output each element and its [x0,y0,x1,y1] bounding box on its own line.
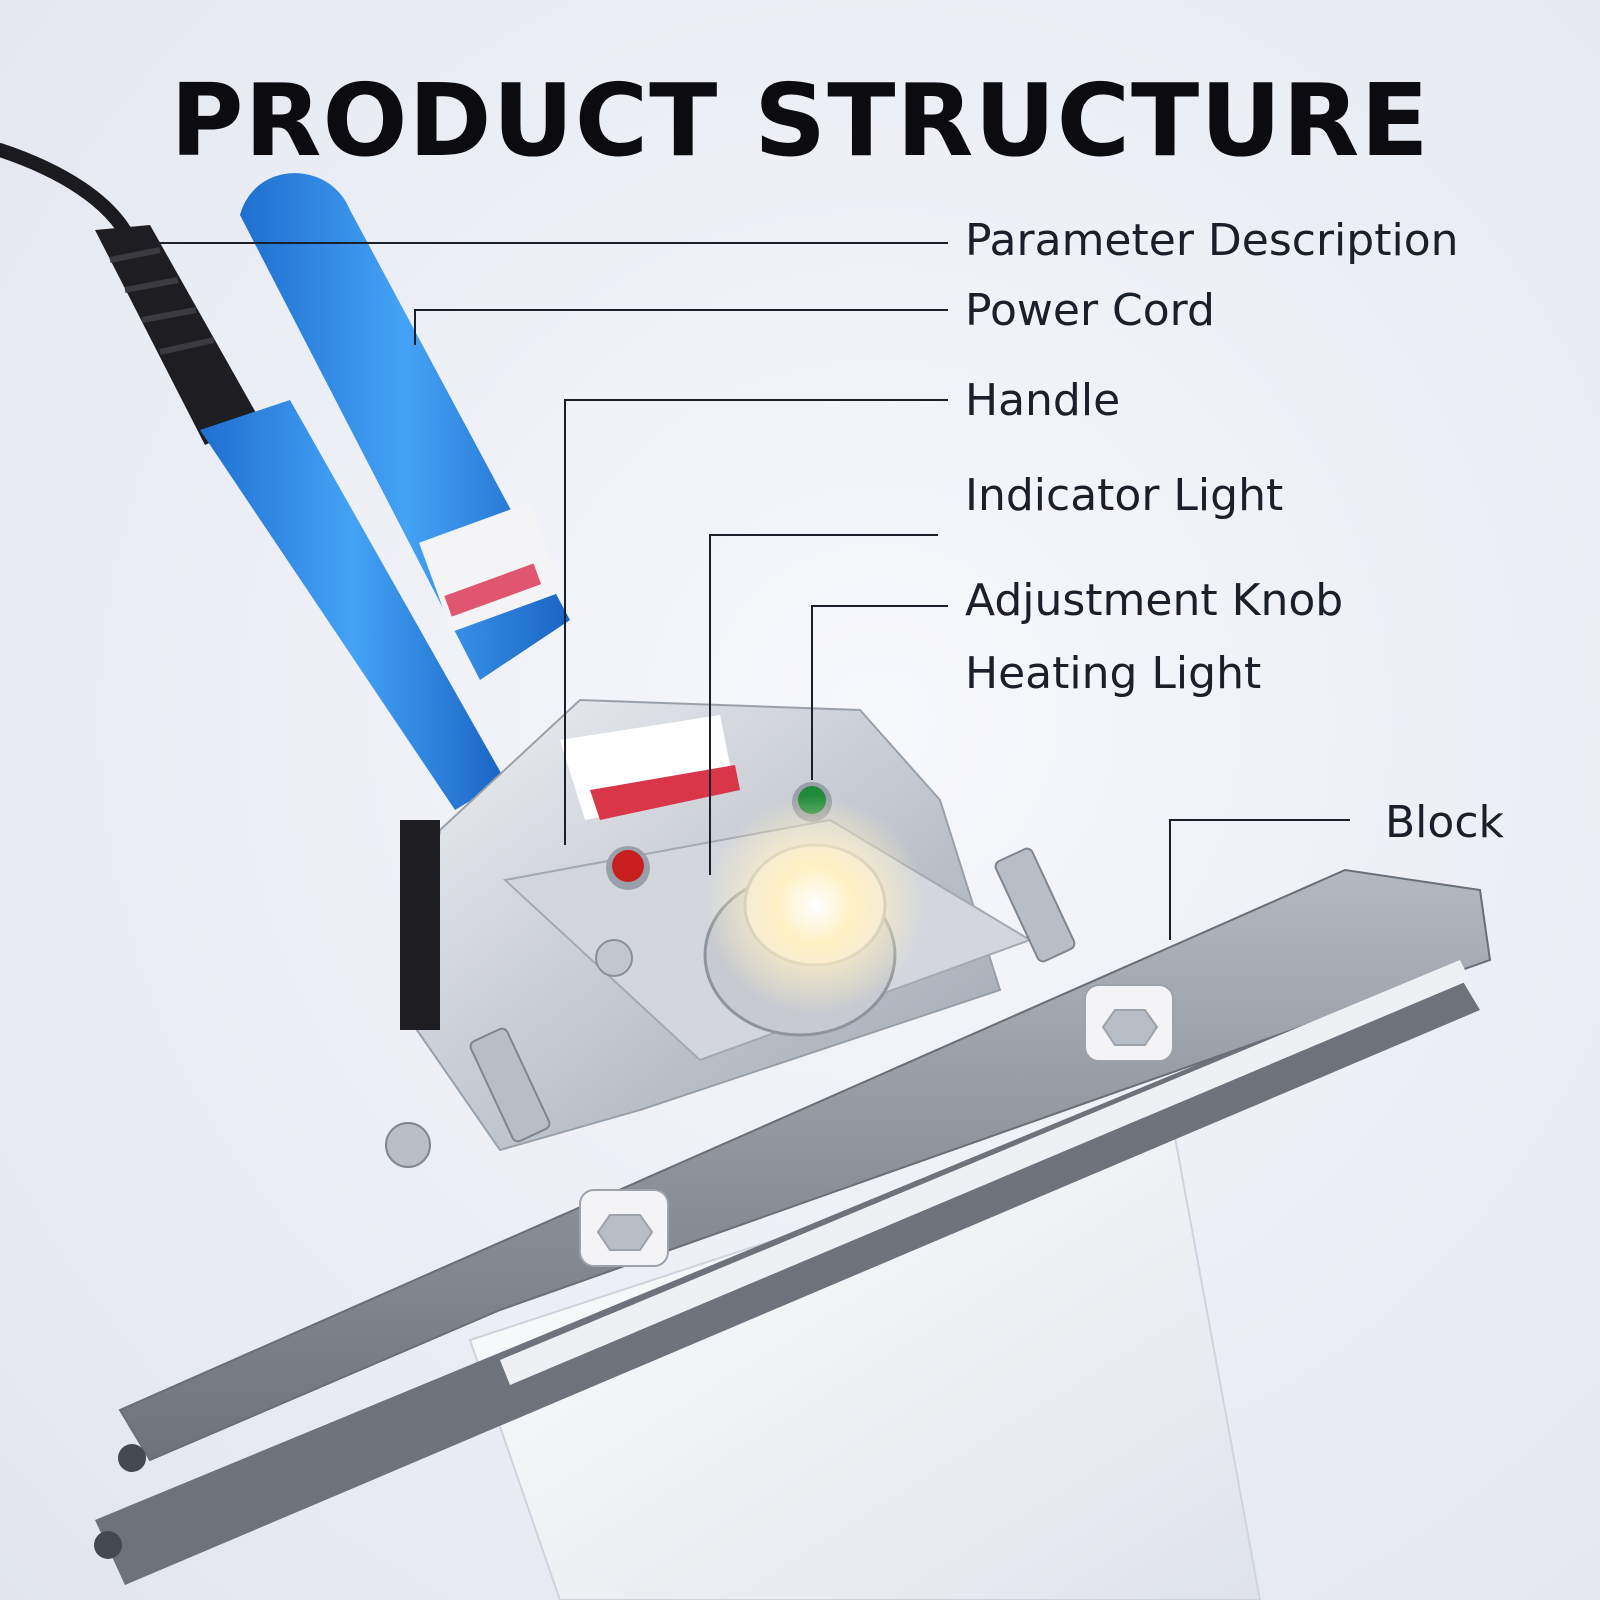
upper-handle [240,173,570,681]
label-power-cord: Power Cord [965,285,1215,336]
leader-handle [564,399,948,845]
label-block: Block [1385,797,1505,848]
page-title: PRODUCT STRUCTURE [170,62,1430,179]
leader-power-cord [414,309,948,345]
adjustment-knob [703,795,925,1037]
mounting-bolts [385,847,1076,1168]
leader-adjustment-knob [811,605,948,780]
leader-lines [145,242,1350,940]
leader-block [1169,819,1350,940]
lower-handle [200,400,505,810]
screw [595,939,633,977]
cord-strain-relief [95,225,260,445]
label-heating-light: Heating Light [965,648,1262,699]
bar-insulators [579,984,1174,1267]
label-indicator-light: Indicator Light [965,470,1284,521]
label-adjustment-knob: Adjustment Knob [965,575,1344,626]
label-parameter-description: Parameter Description [965,215,1459,266]
power-cord [0,143,137,247]
label-handle: Handle [965,375,1121,426]
leader-indicator-light [709,534,938,875]
